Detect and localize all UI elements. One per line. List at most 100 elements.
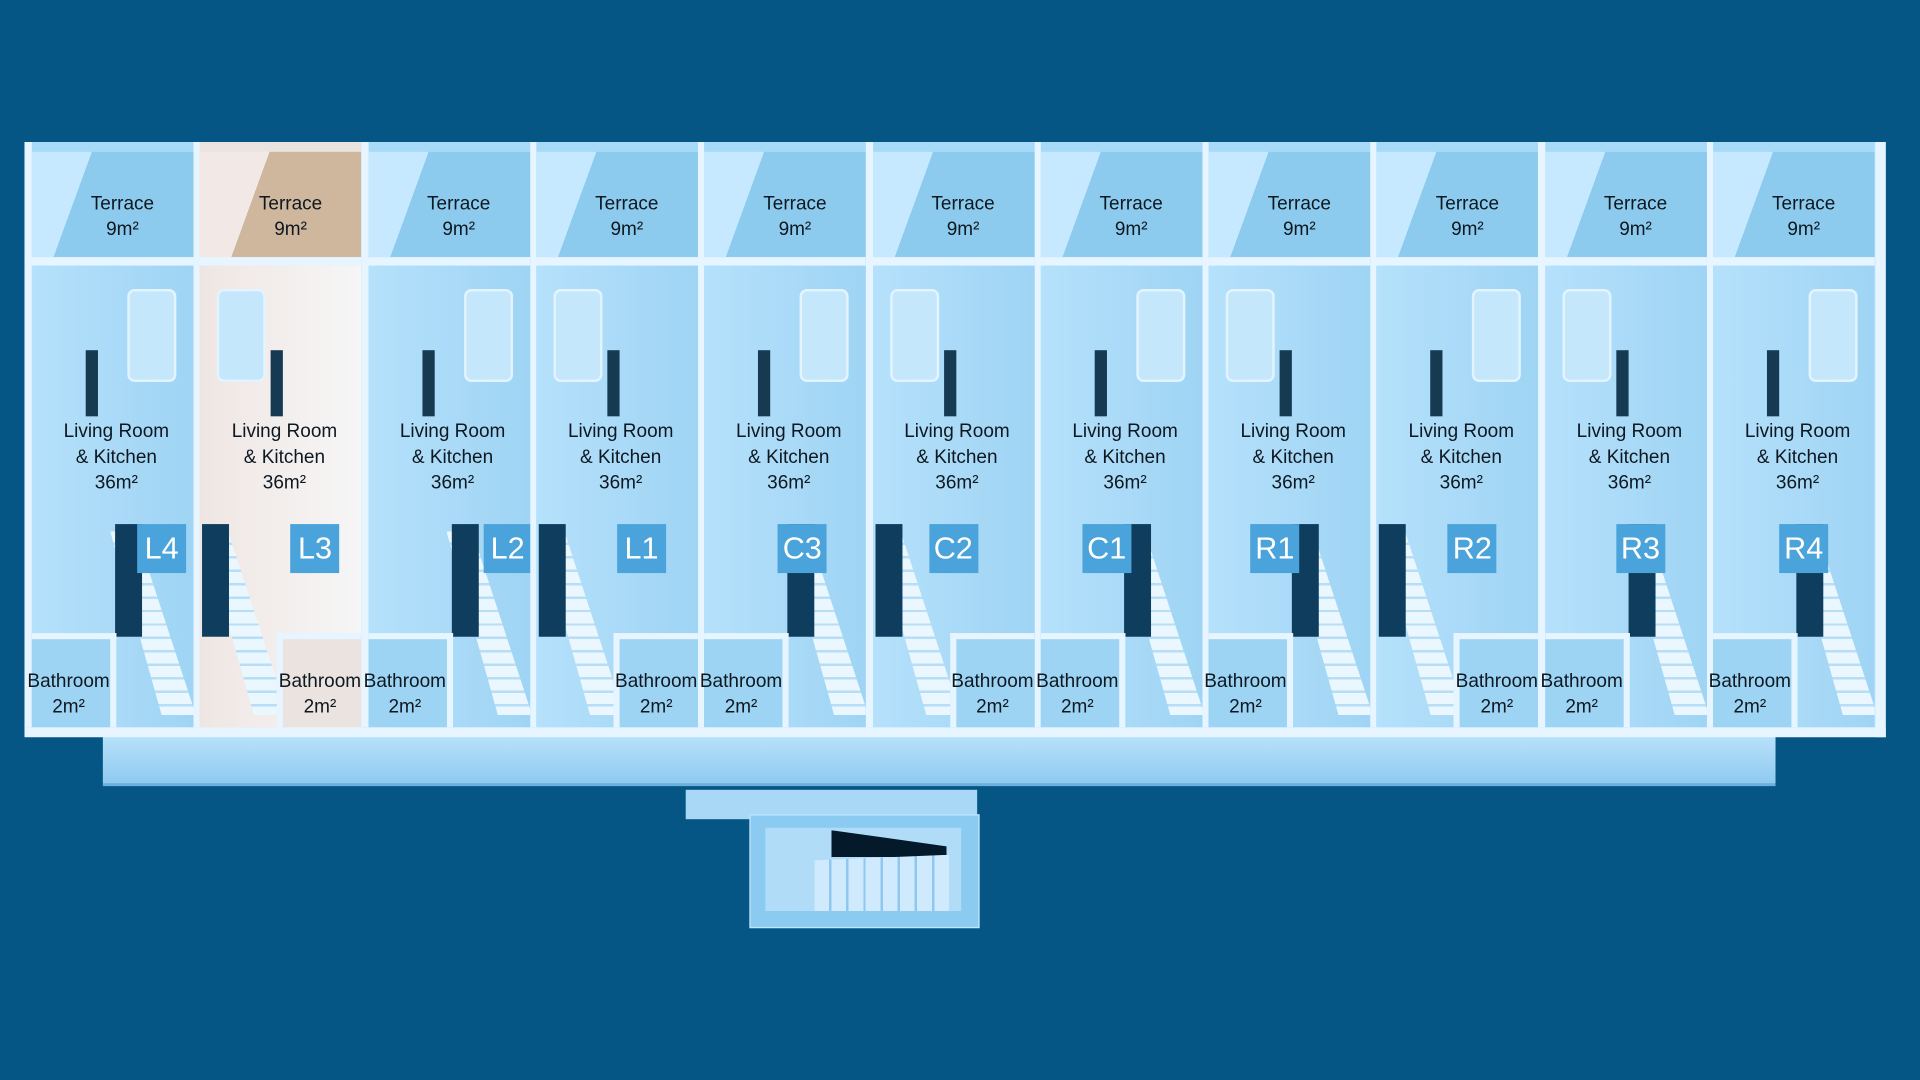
terrace-area xyxy=(199,151,362,258)
terrace-wall xyxy=(528,257,698,266)
sofa-icon xyxy=(1225,288,1275,383)
terrace-wall xyxy=(24,257,194,266)
unit-badge[interactable]: R1 xyxy=(1250,524,1300,574)
kitchen-unit-icon xyxy=(202,524,230,637)
basement-stairwell xyxy=(749,814,980,929)
terrace-wall xyxy=(1369,257,1539,266)
party-wall xyxy=(865,142,873,728)
building-base xyxy=(102,734,1776,787)
party-wall xyxy=(1537,142,1545,728)
terrace-wall xyxy=(192,257,362,266)
unit-badge[interactable]: C3 xyxy=(777,524,827,574)
terrace-area xyxy=(368,151,530,258)
tv-icon xyxy=(1094,350,1107,417)
bathroom-area xyxy=(1453,633,1539,728)
unit-badge[interactable]: R2 xyxy=(1447,524,1497,574)
unit-badge[interactable]: C2 xyxy=(928,524,978,574)
terrace-wall xyxy=(360,257,530,266)
terrace-area xyxy=(31,151,194,258)
sofa-icon xyxy=(463,288,513,383)
sofa-icon xyxy=(127,288,177,383)
terrace-wall xyxy=(696,257,866,266)
terrace-area xyxy=(704,151,866,258)
outer-wall xyxy=(1875,142,1886,738)
terrace-area xyxy=(1376,151,1539,258)
terrace-wall xyxy=(865,257,1035,266)
front-wall xyxy=(24,727,1886,738)
tv-icon xyxy=(1279,350,1292,417)
tv-icon xyxy=(1430,350,1443,417)
bathroom-area xyxy=(613,633,698,728)
terrace-wall xyxy=(1705,257,1875,266)
party-wall xyxy=(1033,142,1041,728)
tv-icon xyxy=(607,350,620,417)
unit-badge[interactable]: L3 xyxy=(290,524,340,574)
kitchen-unit-icon xyxy=(538,524,566,637)
tv-icon xyxy=(85,350,98,417)
bathroom-area xyxy=(1208,633,1294,728)
sofa-icon xyxy=(1562,288,1612,383)
terrace-area xyxy=(1713,151,1875,258)
terrace-area xyxy=(1544,151,1707,258)
sofa-icon xyxy=(889,288,939,383)
unit-badge[interactable]: R3 xyxy=(1615,524,1665,574)
bathroom-area xyxy=(277,633,362,728)
sofa-icon xyxy=(217,288,267,383)
tv-icon xyxy=(1615,350,1629,417)
bathroom-area xyxy=(31,633,117,728)
sofa-icon xyxy=(1808,288,1858,383)
sofa-icon xyxy=(1472,288,1522,383)
bathroom-area xyxy=(704,633,789,728)
sofa-icon xyxy=(1136,288,1186,383)
tv-icon xyxy=(943,350,956,417)
bathroom-area xyxy=(368,633,453,728)
terrace-wall xyxy=(1537,257,1707,266)
unit-badge[interactable]: R4 xyxy=(1779,524,1829,574)
unit-badge[interactable]: L2 xyxy=(483,524,530,574)
party-wall xyxy=(696,142,705,728)
unit-badge[interactable]: C1 xyxy=(1082,524,1132,574)
bathroom-area xyxy=(1713,633,1798,728)
unit-badge[interactable]: L4 xyxy=(137,524,187,574)
kitchen-unit-icon xyxy=(1379,524,1407,637)
bathroom-area xyxy=(1544,633,1630,728)
unit-badge[interactable]: L1 xyxy=(617,524,666,574)
